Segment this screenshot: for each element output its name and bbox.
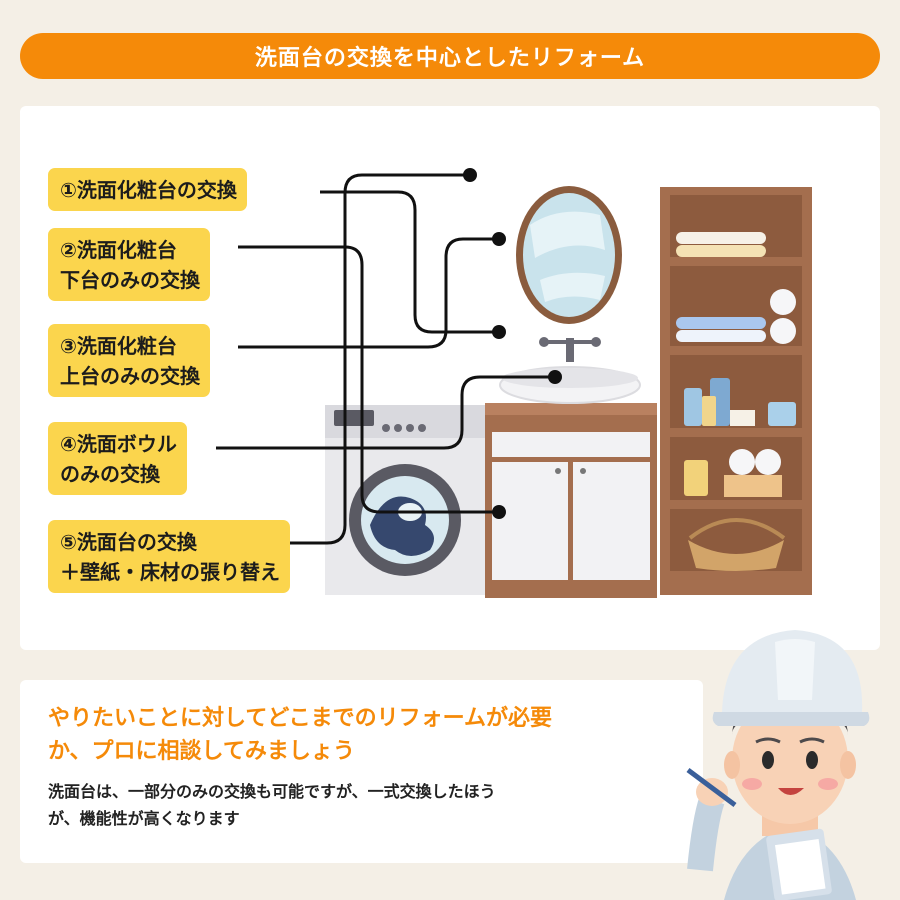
page-title-banner: 洗面台の交換を中心としたリフォーム — [20, 33, 880, 79]
connector-line-4 — [216, 375, 555, 450]
option-tag-4: ④洗面ボウル のみの交換 — [48, 422, 187, 495]
advice-headline-line: やりたいことに対してどこまでのリフォームが必要 — [48, 706, 553, 731]
advice-headline: やりたいことに対してどこまでのリフォームが必要 か、プロに相談してみましょう — [48, 702, 688, 768]
option-tag-line: ④洗面ボウル — [60, 432, 177, 456]
option-tag-5: ⑤洗面台の交換 ＋壁紙・床材の張り替え — [48, 520, 290, 593]
mirror-icon — [516, 186, 622, 324]
vanity-cabinet-icon — [485, 337, 657, 598]
page-title: 洗面台の交換を中心としたリフォーム — [254, 46, 646, 71]
advice-box: やりたいことに対してどこまでのリフォームが必要 か、プロに相談してみましょう 洗… — [20, 680, 703, 863]
advice-headline-line: か、プロに相談してみましょう — [48, 739, 355, 764]
option-tag-line: 下台のみの交換 — [60, 268, 200, 292]
washing-machine-icon — [325, 405, 485, 595]
option-tag-line: ⑤洗面台の交換 — [60, 530, 197, 554]
option-tag-1: ①洗面化粧台の交換 — [48, 168, 247, 211]
option-tag-line: ②洗面化粧台 — [60, 238, 177, 262]
advice-body-line: が、機能性が高くなります — [48, 809, 240, 828]
advice-body-line: 洗面台は、一部分のみの交換も可能ですが、一式交換したほう — [48, 782, 496, 801]
advice-body: 洗面台は、一部分のみの交換も可能ですが、一式交換したほう が、機能性が高くなりま… — [48, 778, 688, 832]
option-tag-line: ①洗面化粧台の交換 — [60, 178, 237, 202]
shelf-icon — [660, 187, 812, 595]
connector-dots — [463, 168, 562, 519]
connector-line-3 — [238, 237, 499, 349]
connector-line-1 — [320, 190, 499, 334]
option-tag-line: ＋壁紙・床材の張り替え — [60, 560, 280, 584]
connector-lines — [216, 173, 555, 545]
option-tag-line: ③洗面化粧台 — [60, 334, 177, 358]
option-tag-line: 上台のみの交換 — [60, 364, 200, 388]
option-tag-3: ③洗面化粧台 上台のみの交換 — [48, 324, 210, 397]
connector-line-5 — [262, 173, 470, 545]
connector-line-2 — [238, 245, 499, 514]
option-tag-line: のみの交換 — [60, 462, 160, 486]
option-tag-2: ②洗面化粧台 下台のみの交換 — [48, 228, 210, 301]
